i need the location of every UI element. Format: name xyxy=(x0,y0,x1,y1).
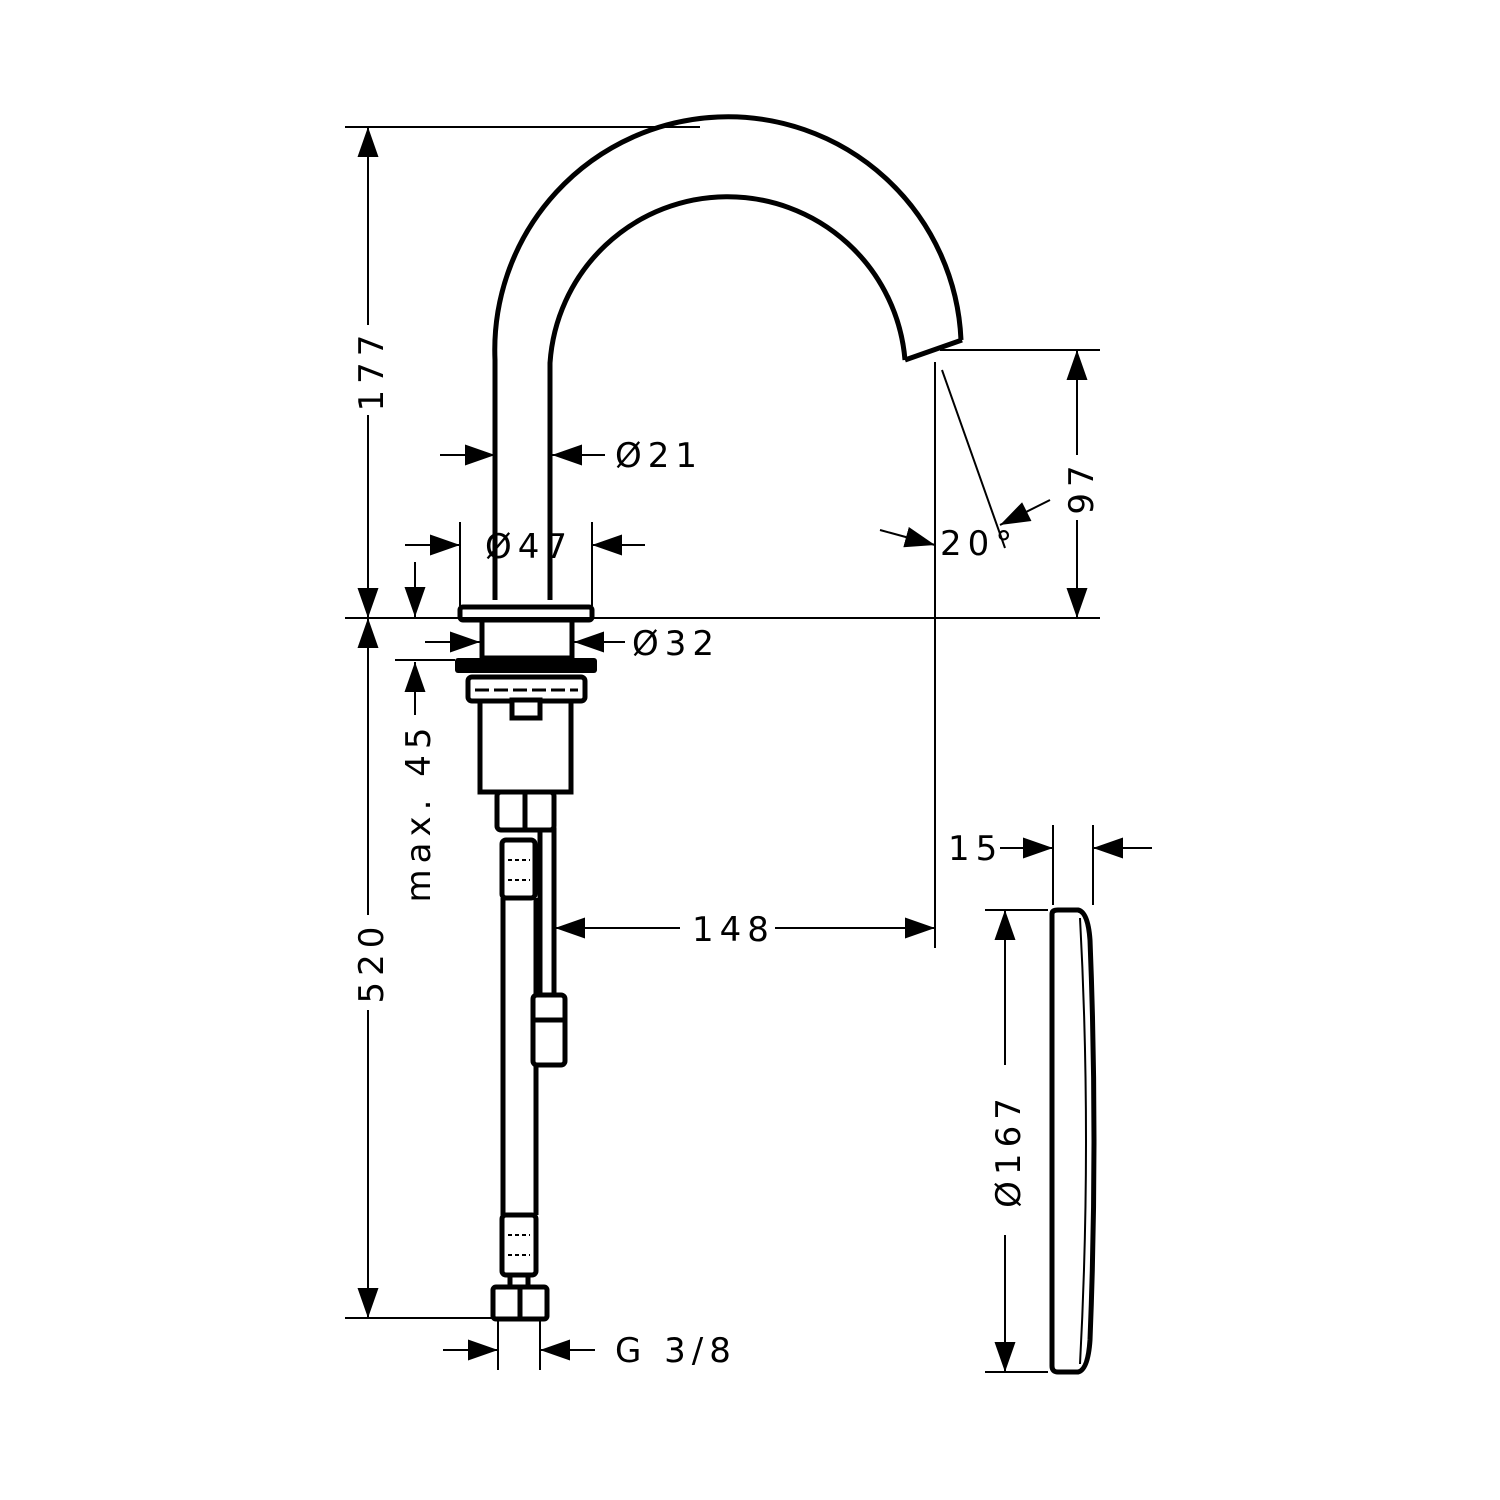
dim-spout-height: 177 xyxy=(352,329,392,412)
spout xyxy=(492,114,964,600)
dim-base-diameter: Ø47 xyxy=(485,527,573,567)
dim-spout-diameter: Ø21 xyxy=(615,436,703,476)
supply-hose xyxy=(490,837,550,1322)
dim-hose-length: 520 xyxy=(352,921,392,1004)
dimension-lines xyxy=(357,127,1152,1372)
dim-connection-thread: G 3/8 xyxy=(615,1331,737,1371)
dim-outlet-angle: 20° xyxy=(940,524,1018,564)
dim-spout-reach: 148 xyxy=(692,910,775,950)
faucet-base xyxy=(455,604,597,833)
sensor-cable xyxy=(530,827,568,1068)
dim-plate-thickness: 15 xyxy=(948,829,1003,869)
control-plate xyxy=(1049,907,1097,1375)
dim-outlet-height: 97 xyxy=(1062,459,1102,514)
extension-lines xyxy=(345,126,1100,1373)
dim-max-deck-thickness: max. 45 xyxy=(399,722,439,903)
dim-plate-diameter: Ø167 xyxy=(989,1092,1029,1208)
dim-mount-hole-diameter: Ø32 xyxy=(632,624,720,664)
